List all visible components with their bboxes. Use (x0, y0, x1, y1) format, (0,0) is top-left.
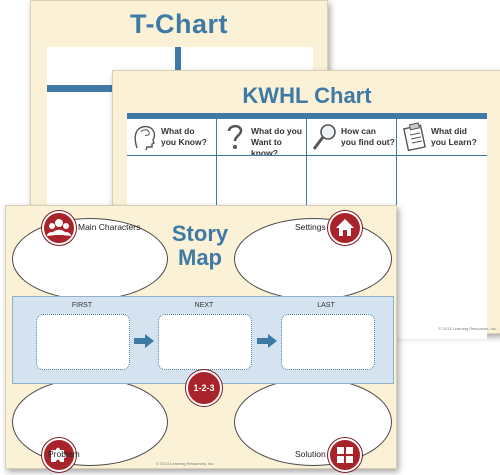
next-box (158, 314, 252, 370)
kwhl-how-line2: you find out? (341, 137, 395, 147)
sequence-badge-text: 1-2-3 (193, 383, 215, 393)
magnifier-icon (312, 124, 336, 150)
puzzle-solved-icon (328, 438, 362, 472)
house-icon (328, 211, 362, 245)
next-label: NEXT (194, 302, 214, 309)
kwhl-column-how: How can you find out? (307, 119, 397, 155)
kwhl-column-learn: What did you Learn? (397, 119, 487, 155)
solution-ellipse (234, 378, 392, 466)
last-box (281, 314, 375, 370)
puzzle-piece-icon (42, 438, 76, 472)
kwhl-know-line1: What do (161, 126, 195, 136)
kwhl-header-divider (127, 155, 487, 156)
kwhl-column-know: What do you Know? (127, 119, 217, 155)
kwhl-learn-line1: What did (431, 126, 467, 136)
clipboard-icon (403, 122, 426, 152)
last-label: LAST (317, 302, 335, 309)
settings-label: Settings (295, 222, 326, 232)
sequence-band: FIRST NEXT LAST (12, 296, 394, 384)
kwhl-want-line2: Want to know? (251, 137, 282, 158)
question-icon (227, 124, 243, 149)
kwhl-how-line1: How can (341, 126, 376, 136)
arrow-right-icon (134, 334, 154, 348)
kwhl-copyright: © 2013 Learning Resources, Inc. (438, 326, 497, 331)
kwhl-learn-area (397, 155, 487, 339)
kwhl-know-line2: you Know? (161, 137, 207, 147)
main-characters-ellipse (12, 218, 168, 300)
sequence-badge: 1-2-3 (186, 370, 222, 406)
problem-ellipse (12, 378, 168, 466)
kwhl-chart-title: KWHL Chart (242, 83, 372, 108)
kwhl-column-want: What do you Want to know? (217, 119, 307, 158)
arrow-right-icon (257, 334, 277, 348)
solution-label: Solution (295, 449, 326, 459)
main-characters-label: Main Characters (78, 222, 141, 232)
first-box (36, 314, 130, 370)
story-map-copyright: © 2013 Learning Resources, Inc. (156, 461, 215, 466)
story-map-sheet: Main Characters Settings Story Map FIRST… (5, 205, 397, 472)
kwhl-learn-line2: you Learn? (431, 137, 477, 147)
story-map-title: Story Map (164, 222, 236, 270)
people-icon (42, 211, 76, 245)
problem-label: Problem (48, 449, 80, 459)
story-map-title-line2: Map (178, 245, 222, 270)
head-icon (134, 125, 156, 151)
t-chart-stem (175, 47, 181, 85)
t-chart-title: T-Chart (130, 9, 228, 39)
settings-ellipse (234, 218, 392, 300)
first-label: FIRST (71, 302, 93, 309)
story-map-title-line1: Story (171, 221, 229, 246)
kwhl-want-line1: What do you (251, 126, 302, 136)
